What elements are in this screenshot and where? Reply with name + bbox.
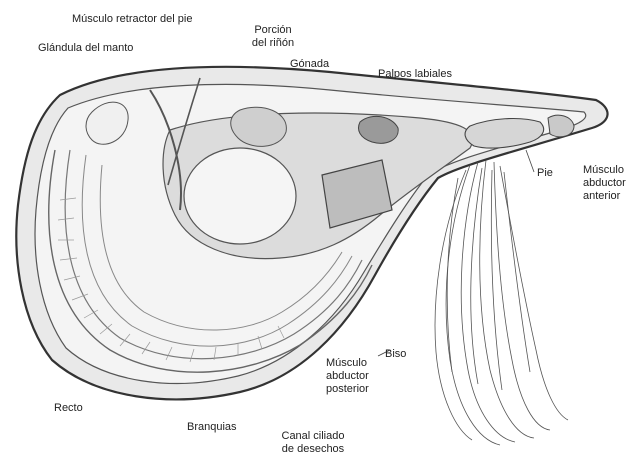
label-recto: Recto bbox=[54, 402, 83, 415]
label-canal-ciliado-line1: Canal ciliado bbox=[266, 430, 360, 443]
label-abductor-posterior-line1: Músculo bbox=[326, 357, 369, 370]
label-canal-ciliado: Canal ciliado de desechos bbox=[266, 430, 360, 456]
label-musculo-abductor-posterior: Músculo abductor posterior bbox=[326, 357, 369, 396]
label-pie: Pie bbox=[537, 167, 553, 180]
label-musculo-abductor-anterior: Músculo abductor anterior bbox=[583, 164, 626, 203]
label-branquias: Branquias bbox=[187, 421, 237, 434]
label-porcion-rinon: Porción del riñón bbox=[243, 24, 303, 50]
label-abductor-anterior-line1: Músculo bbox=[583, 164, 626, 177]
label-abductor-anterior-line3: anterior bbox=[583, 190, 626, 203]
label-abductor-anterior-line2: abductor bbox=[583, 177, 626, 190]
gonad-body bbox=[184, 148, 296, 244]
label-abductor-posterior-line3: posterior bbox=[326, 383, 369, 396]
label-porcion-rinon-line1: Porción bbox=[243, 24, 303, 37]
byssus-threads bbox=[435, 160, 568, 445]
label-musculo-retractor-pie: Músculo retractor del pie bbox=[72, 13, 192, 26]
label-canal-ciliado-line2: de desechos bbox=[266, 443, 360, 456]
label-abductor-posterior-line2: abductor bbox=[326, 370, 369, 383]
label-palpos-labiales: Palpos labiales bbox=[378, 68, 452, 81]
label-porcion-rinon-line2: del riñón bbox=[243, 37, 303, 50]
label-glandula-manto: Glándula del manto bbox=[38, 42, 133, 55]
label-biso: Biso bbox=[385, 348, 406, 361]
label-gonada: Gónada bbox=[290, 58, 329, 71]
